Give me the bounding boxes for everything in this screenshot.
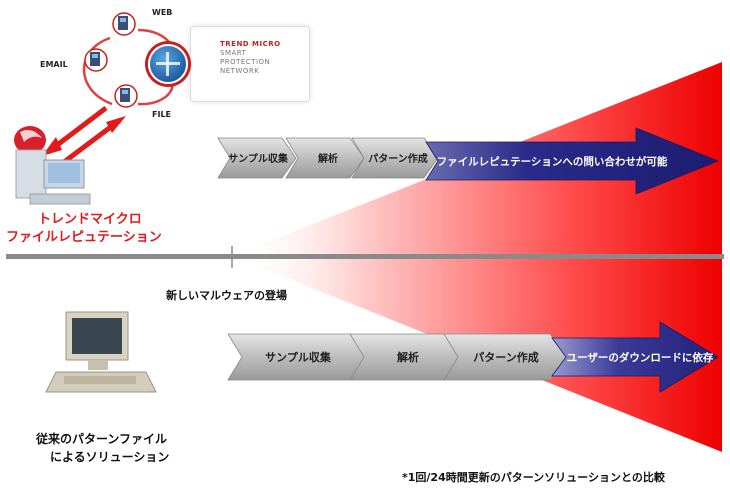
- email-computer-icon: [84, 48, 108, 72]
- product-line-2: PROTECTION: [220, 58, 271, 66]
- trend-step-sample: [217, 137, 297, 179]
- legacy-title-line2: によるソリューション: [50, 450, 170, 464]
- web-computer-icon: [112, 12, 136, 36]
- trend-step-analysis-label: 解析: [318, 152, 338, 165]
- trend-step-pattern: [351, 137, 439, 179]
- trend-step-pattern-label: パターン作成: [368, 152, 428, 165]
- trend-title-line2: ファイルレピュテーション: [6, 230, 162, 245]
- trend-final-label: ファイルレピュテーションへの問い合わせが可能: [437, 155, 668, 168]
- legacy-process-chain: [227, 321, 719, 393]
- trend-step-analysis: [285, 137, 365, 179]
- file-label: FILE: [152, 110, 172, 119]
- trend-step-sample-label: サンプル収集: [228, 152, 289, 165]
- footnote: *1回/24時間更新のパターンソリューションとの比較: [402, 471, 665, 484]
- file-computer-icon: [114, 84, 138, 108]
- trend-final-arrow: [425, 127, 720, 195]
- legacy-final-arrow: [551, 321, 719, 393]
- legacy-step-pattern-label: パターン作成: [473, 350, 538, 364]
- trend-title-line1: トレンドマイクロ: [38, 212, 142, 227]
- smart-protection-network-card: [190, 26, 310, 102]
- legacy-title-line1: 従来のパターンファイル: [36, 432, 168, 446]
- product-line-3: NETWORK: [220, 67, 260, 75]
- email-label: EMAIL: [40, 60, 68, 69]
- trend-process-chain: [217, 127, 720, 195]
- brand-name: TREND MICRO: [220, 40, 281, 48]
- legacy-computer-icon: [45, 311, 157, 393]
- exchange-arrows: [42, 106, 126, 164]
- legacy-step-pattern: [443, 333, 569, 381]
- new-malware-label: 新しいマルウェアの登場: [166, 289, 287, 302]
- trend-desktop-icon: [14, 126, 91, 205]
- smart-protection-network-text: TREND MICRO SMART PROTECTION NETWORK: [220, 40, 310, 76]
- globe-icon: [148, 44, 188, 84]
- web-label: WEB: [152, 8, 173, 17]
- legacy-step-analysis-label: 解析: [397, 350, 419, 364]
- timeline-line: [6, 254, 724, 259]
- product-line-1: SMART: [220, 49, 247, 57]
- legacy-final-label: ユーザーのダウンロードに依存: [567, 351, 714, 364]
- legacy-step-sample-label: サンプル収集: [265, 350, 332, 364]
